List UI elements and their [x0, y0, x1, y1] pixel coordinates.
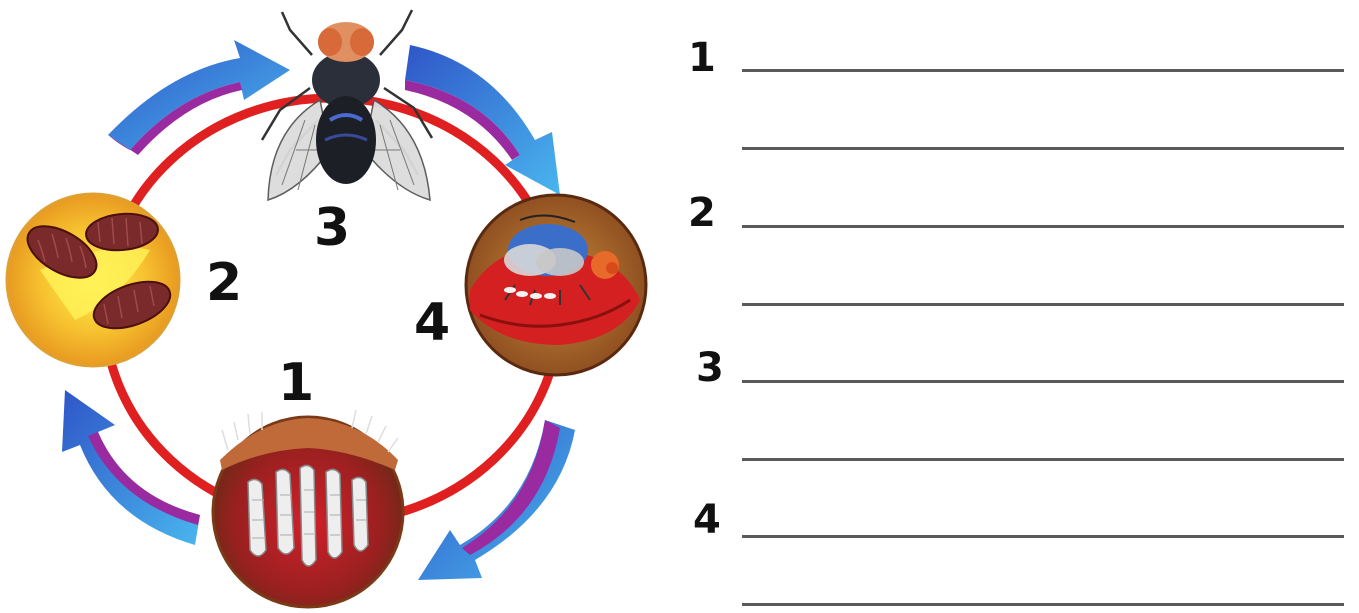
answer-number-4: 4: [693, 500, 721, 540]
answer-number-1: 1: [688, 38, 716, 78]
stage-number-3: 3: [314, 198, 350, 258]
larvae-illustration: [213, 410, 403, 607]
answer-line-2a[interactable]: [742, 225, 1344, 228]
answer-line-3b[interactable]: [742, 458, 1344, 461]
egg-laying-illustration: [466, 195, 646, 375]
answer-number-3: 3: [696, 348, 724, 388]
answer-line-1b[interactable]: [742, 147, 1344, 150]
fly-life-cycle-diagram: 1 2 3 4: [0, 0, 660, 613]
answer-line-4a[interactable]: [742, 535, 1344, 538]
answer-line-2b[interactable]: [742, 303, 1344, 306]
answer-line-3a[interactable]: [742, 380, 1344, 383]
stage-number-1: 1: [278, 353, 314, 413]
stage-number-4: 4: [414, 293, 450, 353]
answer-line-4b[interactable]: [742, 603, 1344, 606]
answer-line-1a[interactable]: [742, 69, 1344, 72]
pupae-illustration: [7, 194, 179, 366]
stage-number-2: 2: [206, 253, 242, 313]
answer-number-2: 2: [688, 193, 716, 233]
